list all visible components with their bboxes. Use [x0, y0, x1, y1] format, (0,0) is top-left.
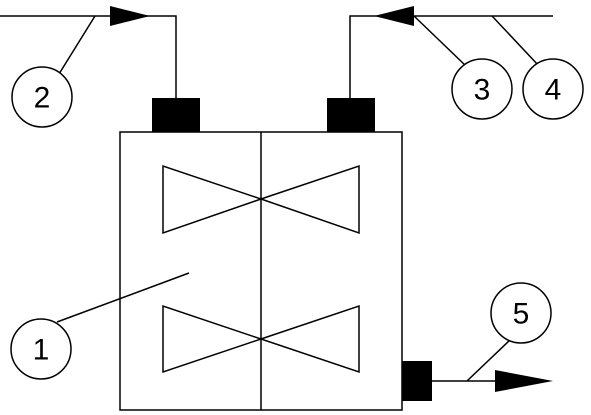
callout-3-label: 3 — [474, 74, 491, 107]
right-top-nozzle — [327, 98, 375, 132]
callout-5: 5 — [490, 282, 552, 344]
leader-line-5 — [466, 339, 511, 382]
lower-agitator-left-blade — [162, 304, 264, 374]
lower-agitator-right-blade — [258, 304, 360, 374]
callout-2: 2 — [11, 66, 73, 128]
callout-2-label: 2 — [34, 82, 51, 115]
left-top-nozzle — [152, 98, 200, 132]
leader-line-4 — [491, 15, 540, 67]
right-inlet-pipe — [349, 15, 553, 98]
vessel — [119, 131, 403, 411]
outlet-nozzle — [402, 361, 432, 401]
leader-line-3 — [413, 15, 467, 67]
callout-1: 1 — [10, 318, 72, 380]
callout-5-label: 5 — [513, 298, 530, 331]
left-inlet-arrow-icon — [110, 6, 150, 26]
leader-line-2 — [58, 15, 96, 75]
outlet-arrow-icon — [495, 370, 553, 392]
callout-3: 3 — [451, 58, 513, 120]
callout-4-label: 4 — [545, 74, 562, 107]
left-inlet-pipe — [0, 15, 177, 98]
upper-agitator-icon — [162, 164, 360, 235]
callout-1-label: 1 — [33, 334, 50, 367]
callout-4: 4 — [522, 58, 584, 120]
upper-agitator-right-blade — [258, 164, 360, 235]
leader-line-1 — [56, 272, 190, 323]
right-inlet-arrow-icon — [374, 6, 414, 26]
lower-agitator-icon — [162, 304, 360, 374]
upper-agitator-left-blade — [162, 164, 264, 235]
